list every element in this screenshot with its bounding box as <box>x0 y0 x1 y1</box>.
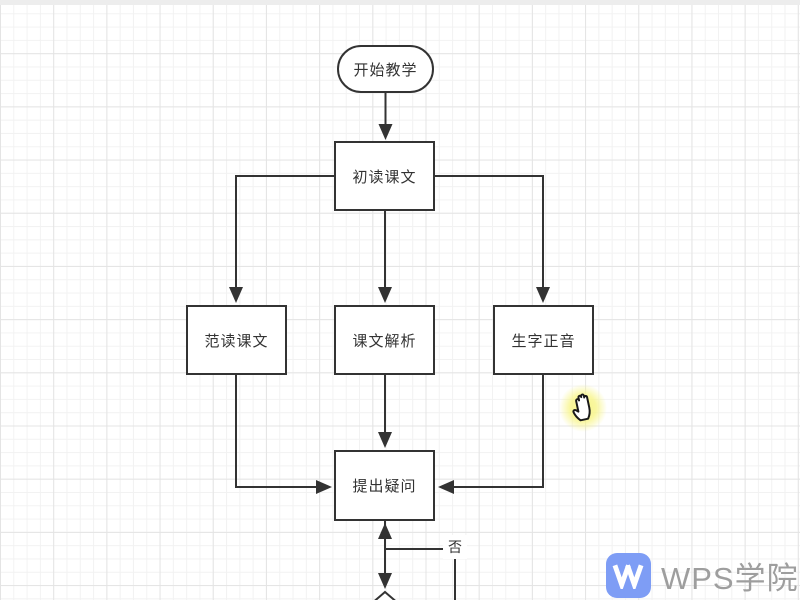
arrow-head-down <box>229 287 243 303</box>
node-label: 初读课文 <box>352 168 417 186</box>
arrow-head-down <box>378 124 393 140</box>
arrow-head-down <box>378 287 392 303</box>
arrow-head-down <box>378 573 392 589</box>
node-text-analysis[interactable]: 课文解析 <box>334 305 435 375</box>
watermark-brand-text: WPS学院 <box>661 561 799 596</box>
canvas-top-edge <box>0 0 800 5</box>
edge-label-no[interactable]: 否 <box>443 535 467 559</box>
edge-label-text: 否 <box>448 539 462 555</box>
edge-modelread-question[interactable] <box>235 375 318 488</box>
node-raise-question[interactable]: 提出疑问 <box>334 450 435 521</box>
arrow-head-down <box>378 432 392 448</box>
edge-firstread-pronounce[interactable] <box>435 175 544 290</box>
node-first-reading[interactable]: 初读课文 <box>334 141 435 211</box>
edge-firstread-modelread[interactable] <box>235 175 334 290</box>
edge-pronounce-question[interactable] <box>452 375 544 488</box>
node-start-teaching[interactable]: 开始教学 <box>337 45 434 93</box>
node-label: 提出疑问 <box>352 478 417 495</box>
decision-diamond-node[interactable] <box>328 590 442 600</box>
node-pronounce-correction[interactable]: 生字正音 <box>493 305 594 375</box>
node-label: 开始教学 <box>353 61 418 79</box>
arrow-head-left <box>438 480 454 494</box>
arrow-head-down <box>536 287 550 303</box>
arrow-head-right <box>316 480 332 494</box>
wps-academy-watermark: WPS学院 <box>606 553 799 598</box>
node-model-reading[interactable]: 范读课文 <box>186 305 287 375</box>
edge-decision-no-loop[interactable] <box>384 540 456 600</box>
wps-logo-icon <box>606 553 651 598</box>
hand-grab-cursor-icon <box>572 393 591 422</box>
node-label: 范读课文 <box>204 332 269 350</box>
node-label: 生字正音 <box>511 332 576 350</box>
node-label: 课文解析 <box>352 332 417 350</box>
arrow-head-up <box>378 523 392 539</box>
